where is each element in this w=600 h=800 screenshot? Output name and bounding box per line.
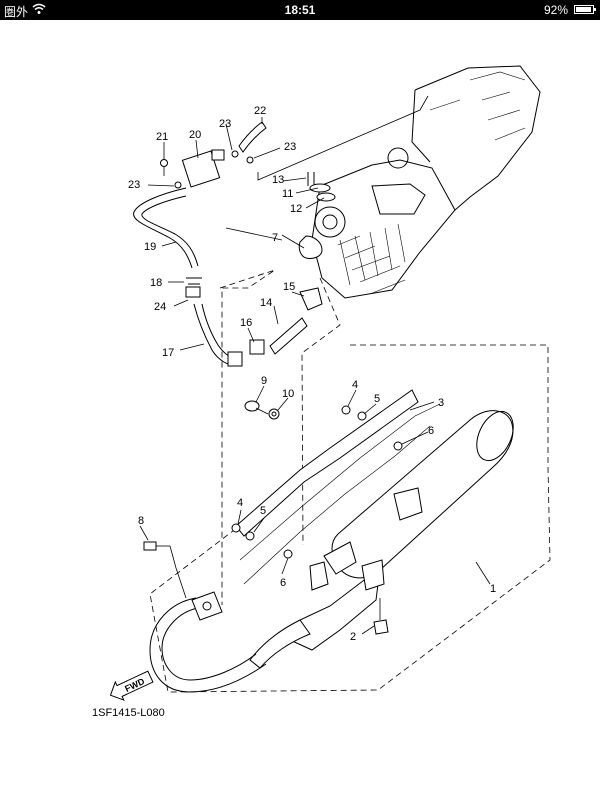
callout-4-lower: 4 — [237, 497, 243, 509]
callout-8: 8 — [138, 515, 144, 527]
callout-21: 21 — [156, 131, 168, 143]
callout-5: 5 — [374, 393, 380, 405]
leader-bracket-mid — [301, 277, 341, 546]
callout-2: 2 — [350, 631, 356, 643]
status-bar: 圏外 18:51 92% — [0, 0, 600, 20]
callout-6: 6 — [428, 425, 434, 437]
muffler-assembly — [149, 389, 514, 693]
engine-block — [311, 65, 541, 299]
callout-7: 7 — [272, 232, 278, 244]
callout-17: 17 — [162, 347, 174, 359]
air-valve-group — [133, 121, 336, 367]
callout-numbers: 1 2 3 4 5 6 7 8 9 10 11 12 13 14 15 16 1… — [128, 105, 496, 643]
callout-10: 10 — [282, 388, 294, 400]
callout-9: 9 — [261, 375, 267, 387]
callout-23-top: 23 — [219, 118, 231, 130]
callout-22: 22 — [254, 105, 266, 117]
callout-5-lower: 5 — [260, 505, 266, 517]
callout-11: 11 — [282, 188, 293, 200]
exhaust-parts-diagram: 1 2 3 4 5 6 7 8 9 10 11 12 13 14 15 16 1… — [92, 65, 551, 719]
carrier-label: 圏外 — [4, 5, 29, 19]
callout-12: 12 — [290, 203, 302, 215]
callout-13: 13 — [272, 174, 284, 186]
clock: 18:51 — [284, 3, 316, 17]
fwd-arrow-icon: FWD — [109, 670, 154, 701]
callout-19: 19 — [144, 241, 156, 253]
callout-3: 3 — [438, 397, 444, 409]
battery-percent: 92% — [543, 3, 568, 17]
battery-icon — [574, 5, 596, 14]
callout-23-left: 23 — [128, 179, 140, 191]
callout-18: 18 — [150, 277, 162, 289]
hardware-group — [143, 400, 403, 635]
leader-engine — [257, 95, 429, 181]
callout-23-right: 23 — [284, 141, 296, 153]
wifi-icon — [32, 3, 46, 18]
leader-bracket-left — [219, 269, 276, 605]
diagram-code: 1SF1415-L080 — [92, 707, 165, 719]
callout-6-lower: 6 — [280, 577, 286, 589]
callout-16: 16 — [240, 317, 252, 329]
muffler-boundary — [149, 344, 551, 693]
callout-14: 14 — [260, 297, 272, 309]
callout-24: 24 — [154, 301, 166, 313]
callout-15: 15 — [283, 281, 295, 293]
callout-1: 1 — [490, 583, 496, 595]
callout-4: 4 — [352, 379, 358, 391]
callout-leaders — [139, 117, 491, 635]
callout-20: 20 — [189, 129, 201, 141]
